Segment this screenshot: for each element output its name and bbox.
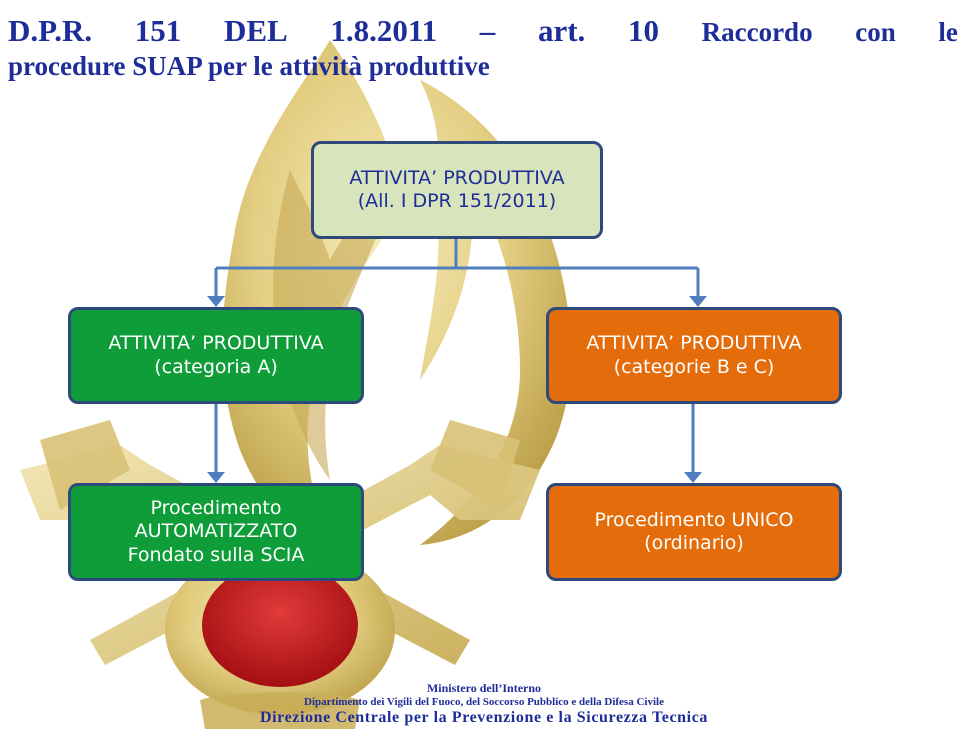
title-word: 151 (134, 13, 182, 48)
title-line-1: D.P.R. 151 DEL 1.8.2011 – art. 10 Raccor… (8, 12, 958, 50)
root-box-attivita-produttiva: ATTIVITA’ PRODUTTIVA (All. I DPR 151/201… (311, 141, 603, 239)
single-procedure-line-2: (ordinario) (644, 532, 744, 554)
slide-title: D.P.R. 151 DEL 1.8.2011 – art. 10 Raccor… (8, 12, 958, 83)
title-word: DEL (223, 13, 288, 48)
title-word: le (938, 17, 958, 47)
root-box-line-2: (All. I DPR 151/2011) (357, 190, 557, 212)
automated-procedure-box: Procedimento AUTOMATIZZATO Fondato sulla… (68, 483, 364, 581)
single-procedure-box: Procedimento UNICO (ordinario) (546, 483, 842, 581)
automated-procedure-line-3: Fondato sulla SCIA (127, 543, 305, 566)
footer-direction: Direzione Centrale per la Prevenzione e … (259, 709, 709, 726)
title-word: – (479, 13, 496, 48)
footer-department: Dipartimento dei Vigili del Fuoco, del S… (304, 696, 664, 708)
category-bc-box: ATTIVITA’ PRODUTTIVA (categorie B e C) (546, 307, 842, 404)
title-word: art. (537, 13, 586, 48)
root-box-line-1: ATTIVITA’ PRODUTTIVA (349, 166, 565, 189)
footer-ministry: Ministero dell’Interno (426, 681, 542, 695)
category-a-line-2: (categoria A) (154, 355, 278, 378)
title-word: con (855, 17, 896, 47)
title-word: D.P.R. (8, 13, 93, 48)
title-word: Raccordo (701, 17, 813, 47)
category-bc-line-1: ATTIVITA’ PRODUTTIVA (586, 332, 802, 355)
title-word: 1.8.2011 (330, 13, 438, 48)
category-a-box: ATTIVITA’ PRODUTTIVA (categoria A) (68, 307, 364, 404)
category-bc-line-2: (categorie B e C) (613, 355, 775, 378)
single-procedure-line-1: Procedimento UNICO (594, 508, 794, 531)
automated-procedure-line-1: Procedimento (150, 497, 282, 520)
category-a-line-1: ATTIVITA’ PRODUTTIVA (108, 332, 324, 355)
title-word: 10 (627, 13, 659, 48)
automated-procedure-line-2: AUTOMATIZZATO (134, 520, 298, 543)
title-line-2: procedure SUAP per le attività produttiv… (8, 50, 490, 81)
